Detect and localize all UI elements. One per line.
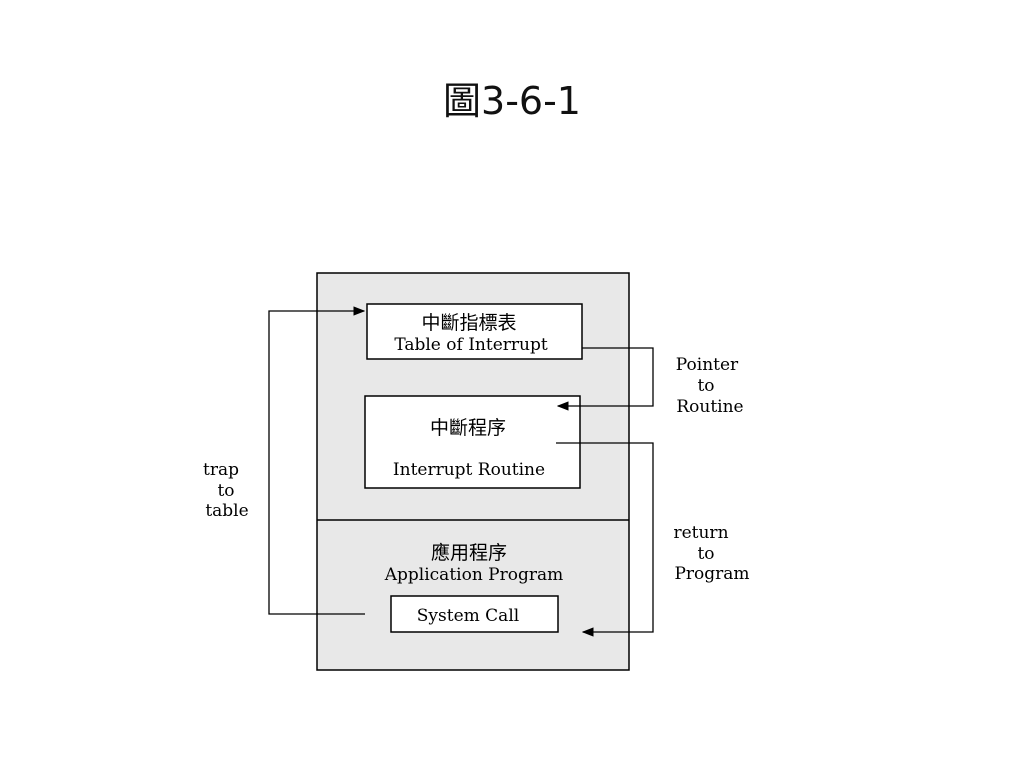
trap-label-line-3: table — [205, 501, 248, 521]
trap-label-line-1: trap — [203, 460, 239, 480]
interrupt-table-title-en: Table of Interrupt — [394, 335, 548, 355]
interrupt-routine-title-en: Interrupt Routine — [393, 460, 545, 480]
return-label-line-2: to — [697, 544, 714, 564]
trap-to-table-label: trap to table — [203, 460, 249, 521]
application-program-region: 應用程序 Application Program — [384, 541, 564, 585]
application-program-title-en: Application Program — [384, 565, 564, 585]
trap-to-table-arrow — [268, 306, 366, 615]
return-label-line-3: Program — [674, 564, 749, 584]
return-label-line-1: return — [673, 523, 728, 543]
return-to-program-arrow — [556, 442, 654, 637]
pointer-to-routine-label: Pointer to Routine — [676, 355, 744, 417]
pointer-to-routine-arrow — [556, 347, 654, 411]
slide-title: 圖3-6-1 — [443, 79, 581, 123]
trap-label-line-2: to — [217, 481, 234, 501]
system-call-box: System Call — [390, 595, 559, 633]
pointer-label-line-3: Routine — [676, 397, 743, 417]
system-call-label: System Call — [417, 606, 519, 626]
interrupt-table-box: 中斷指標表 Table of Interrupt — [366, 303, 583, 360]
pointer-label-line-2: to — [697, 376, 714, 396]
return-to-program-label: return to Program — [673, 523, 749, 584]
interrupt-routine-box: 中斷程序 Interrupt Routine — [364, 395, 581, 489]
application-program-title-zh: 應用程序 — [431, 541, 507, 564]
interrupt-table-title-zh: 中斷指標表 — [421, 312, 516, 334]
pointer-label-line-1: Pointer — [676, 355, 739, 375]
interrupt-routine-title-zh: 中斷程序 — [430, 417, 506, 439]
